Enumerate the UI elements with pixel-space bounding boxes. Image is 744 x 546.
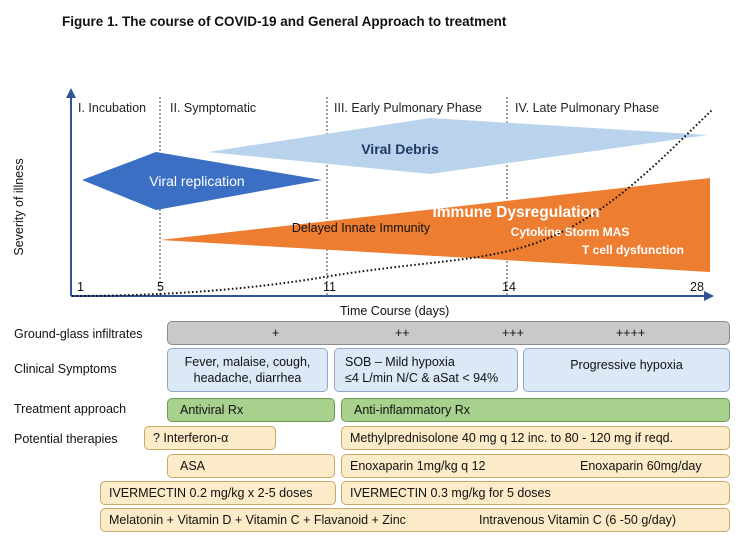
clinical-text: Fever, malaise, cough,: [184, 355, 311, 369]
x-tick: 5: [157, 280, 164, 294]
therapy-text: IVERMECTIN 0.2 mg/kg x 2-5 doses: [109, 486, 313, 500]
clinical-text: headache, diarrhea: [193, 371, 302, 385]
therapy-text: Methylprednisolone 40 mg q 12 inc. to 80…: [350, 431, 674, 445]
row-label-therapies: Potential therapies: [14, 432, 118, 446]
y-axis-arrow: [66, 88, 76, 98]
x-tick: 28: [690, 280, 704, 294]
interferon-box: ? Interferon-α: [144, 426, 276, 450]
therapy-text: ? Interferon-α: [153, 431, 229, 445]
phase-label-symptomatic: II. Symptomatic: [170, 101, 257, 115]
phase-label-incubation: I. Incubation: [78, 101, 147, 115]
x-axis-arrow: [704, 291, 714, 301]
ggi-mark: +++: [502, 326, 524, 340]
phase-label-late-pulmonary: IV. Late Pulmonary Phase: [515, 101, 660, 115]
therapy-text: IVERMECTIN 0.3 mg/kg for 5 doses: [350, 486, 551, 500]
viral-debris-label: Viral Debris: [361, 141, 439, 157]
x-tick: 11: [323, 280, 336, 294]
therapy-text: Intravenous Vitamin C (6 -50 g/day): [479, 513, 677, 527]
row-label-ggi: Ground-glass infiltrates: [14, 327, 143, 341]
clinical-text: Progressive hypoxia: [570, 358, 683, 372]
viral-replication-label: Viral replication: [149, 173, 244, 189]
severity-curve: [71, 109, 713, 297]
ggi-mark: ++++: [616, 326, 646, 340]
clinical-box-mild-hypoxia: SOB – Mild hypoxia ≤4 L/min N/C & aSat <…: [334, 348, 518, 392]
phase-label-early-pulmonary: III. Early Pulmonary Phase: [334, 101, 482, 115]
y-axis-label: Severity of illness: [12, 158, 26, 256]
therapy-text: Melatonin + Vitamin D + Vitamin C + Flav…: [109, 513, 406, 527]
ivermectin-box-2: IVERMECTIN 0.3 mg/kg for 5 doses: [341, 481, 730, 505]
row-label-treatment: Treatment approach: [14, 402, 127, 416]
antiinflammatory-box: Anti-inflammatory Rx: [341, 398, 730, 422]
row-label-clinical: Clinical Symptoms: [14, 362, 117, 376]
therapy-text: Enoxaparin 1mg/kg q 12: [350, 459, 486, 473]
delayed-innate-label: Delayed Innate Immunity: [292, 221, 431, 235]
ivermectin-box-1: IVERMECTIN 0.2 mg/kg x 2-5 doses: [100, 481, 336, 505]
vitamins-box: Melatonin + Vitamin D + Vitamin C + Flav…: [100, 508, 730, 532]
viral-debris-shape: [208, 118, 708, 174]
methylpred-box: Methylprednisolone 40 mg q 12 inc. to 80…: [341, 426, 730, 450]
viral-replication-shape: [82, 152, 322, 210]
clinical-text: SOB – Mild hypoxia: [345, 355, 455, 369]
clinical-box-progressive: Progressive hypoxia: [523, 348, 730, 392]
immune-dysregulation-shape: [160, 178, 710, 272]
cytokine-storm-label: Cytokine Storm MAS: [511, 225, 630, 239]
immune-dysregulation-label: Immune Dysregulation: [432, 204, 599, 221]
clinical-box-early: Fever, malaise, cough, headache, diarrhe…: [167, 348, 328, 392]
asa-box: ASA: [167, 454, 335, 478]
clinical-text: ≤4 L/min N/C & aSat < 94%: [345, 371, 499, 385]
t-cell-label: T cell dysfunction: [582, 243, 684, 257]
antiviral-label: Antiviral Rx: [180, 403, 244, 417]
figure-title: Figure 1. The course of COVID-19 and Gen…: [62, 14, 507, 29]
ggi-mark: ++: [395, 326, 410, 340]
antiinflammatory-label: Anti-inflammatory Rx: [354, 403, 470, 417]
ggi-bar: + ++ +++ ++++: [167, 321, 730, 345]
therapy-text: Enoxaparin 60mg/day: [580, 459, 702, 473]
x-tick: 14: [502, 280, 516, 294]
therapy-text: ASA: [180, 459, 206, 473]
x-axis-label: Time Course (days): [340, 304, 450, 318]
antiviral-box: Antiviral Rx: [167, 398, 335, 422]
ggi-mark: +: [272, 326, 280, 340]
enoxaparin-box: Enoxaparin 1mg/kg q 12 Enoxaparin 60mg/d…: [341, 454, 730, 478]
x-tick: 1: [77, 280, 84, 294]
